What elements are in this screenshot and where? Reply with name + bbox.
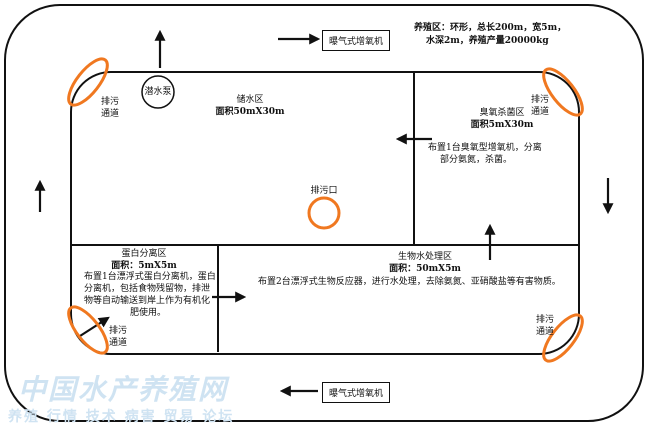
inner-structure-boundary	[70, 71, 580, 355]
protein-desc4: 肥使用。	[130, 308, 167, 318]
aerator-top-label: 曝气式增氧机	[322, 30, 391, 51]
ozone-area: 面积5mX30m	[470, 120, 534, 130]
pump-circle	[141, 75, 175, 109]
pump-label: 潜水泵	[144, 87, 172, 97]
ozone-desc2: 部分氨氮，杀菌。	[440, 155, 513, 165]
header-note-line2: 水深2m，养殖产量20000kg	[426, 36, 549, 46]
outlet-highlight	[307, 196, 341, 230]
protein-desc3: 物等自动输送到岸上作为有机化	[84, 296, 211, 306]
drain-highlight-br	[542, 313, 584, 363]
header-note-line1: 养殖区：环形，总长200m，宽5m，	[414, 23, 567, 33]
drain-tr-line1: 排污	[530, 95, 549, 105]
aerator-bottom-label: 曝气式增氧机	[322, 382, 391, 403]
drain-bl-line2: 通道	[108, 338, 127, 348]
protein-title: 蛋白分离区	[121, 249, 167, 259]
ozone-title: 臭氧杀菌区	[479, 108, 525, 118]
storage-title: 储水区	[236, 95, 264, 105]
bio-desc: 布置2台漂浮式生物反应器，进行水处理，去除氨氮、亚硝酸盐等有害物质。	[258, 277, 561, 287]
arrow-drain-bl	[79, 316, 110, 337]
drain-tr-line2: 通道	[530, 107, 549, 117]
drain-br-line1: 排污	[535, 315, 554, 325]
drain-highlight-bl	[67, 305, 109, 355]
watermark-title: 中国水产养殖网	[18, 373, 229, 406]
drain-bl-line1: 排污	[108, 326, 127, 336]
drain-highlight-tr	[542, 67, 584, 117]
watermark-subtitle: 养殖 行情 技术 病害 贸易 论坛	[8, 409, 235, 425]
protein-area: 面积：5mX5m	[111, 261, 177, 271]
bio-title: 生物水处理区	[397, 252, 452, 262]
protein-desc2: 分离机，包括食物残留物，排泄	[84, 284, 211, 294]
drain-br-line2: 通道	[535, 327, 554, 337]
outer-ring-boundary	[4, 4, 644, 422]
bio-area: 面积：50mX5m	[389, 264, 461, 274]
drain-tl-line1: 排污	[100, 97, 119, 107]
drain-tl-line2: 通道	[100, 109, 119, 119]
protein-desc1: 布置1台漂浮式蛋白分离机，蛋白	[84, 272, 216, 282]
ozone-desc1: 布置1台臭氧型增氧机，分离	[428, 143, 542, 153]
outlet-label: 排污口	[310, 186, 338, 196]
drain-highlight-tl	[67, 57, 109, 107]
storage-area: 面积50mX30m	[215, 107, 285, 117]
